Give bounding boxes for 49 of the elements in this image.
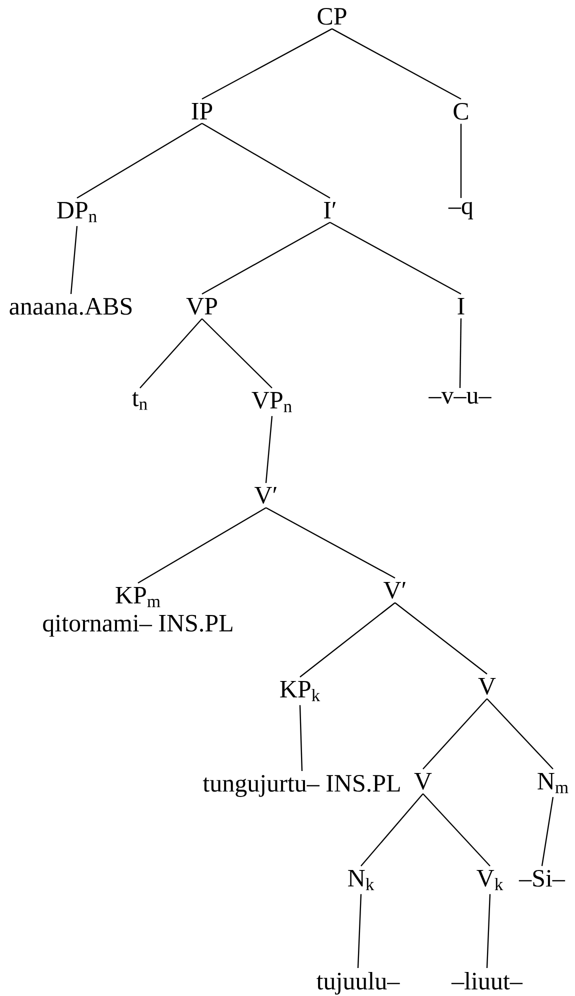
tree-branch [330,222,462,295]
tree-node-label: –q [448,202,474,220]
tree-node-label: VP [186,298,217,315]
tree-node-label: DP$_{n}$ [57,202,97,222]
tree-branch [70,226,78,294]
tree-node-label: anaana.ABS [10,298,132,315]
tree-node-label: V [414,772,432,790]
tree-branch [422,698,488,770]
tree-branch [360,793,424,866]
tree-node-label: t$_{n}$ [132,392,148,410]
tree-node-label: V′ [384,582,406,599]
tree-node-label: N$_{k}$ [348,870,374,890]
tree-node-label: KP$_{k}$ [280,681,320,702]
tree-branch [76,122,202,199]
tree-branch [202,222,330,295]
tree-branch [486,894,491,968]
tree-node-label: V′ [254,487,277,504]
tree-branch [357,894,362,968]
tree-node-label: IP [192,103,212,120]
tree-branch [459,318,462,388]
tree-node-label: V [478,678,496,695]
tree-branch [422,793,490,866]
tree-node-label: C [454,103,468,120]
tree-branch [486,698,554,770]
tree-branch [202,318,272,388]
tree-branch [140,318,202,388]
tree-branch [541,797,554,866]
tree-node-label: tungujurtu– INS.PL [202,775,400,797]
tree-node-label: N$_{m}$ [538,772,568,794]
tree-node-label: V$_{k}$ [476,870,504,890]
tree-node-label: I′ [324,202,336,218]
tree-branch [202,28,332,100]
tree-branch [138,507,266,584]
tree-branch [266,507,396,579]
tree-node-label: CP [318,8,346,25]
tree-node-label: tujuulu– [316,972,400,995]
tree-branch [300,602,396,678]
tree-node-label: –v–u– [428,392,492,404]
tree-branch [460,124,462,198]
tree-node-label: KP$_{m}$ qitornami– INS.PL [43,587,232,637]
tree-node-label: –liuut– [451,972,523,990]
tree-node-label: VP$_{n}$ [252,392,292,412]
tree-node-label: I [458,298,464,314]
tree-branch [332,28,462,100]
tree-branch [394,602,488,674]
tree-branch [202,122,330,199]
tree-node-label: –Si– [518,870,566,887]
tree-branch [265,416,273,484]
tree-branch [299,705,303,771]
